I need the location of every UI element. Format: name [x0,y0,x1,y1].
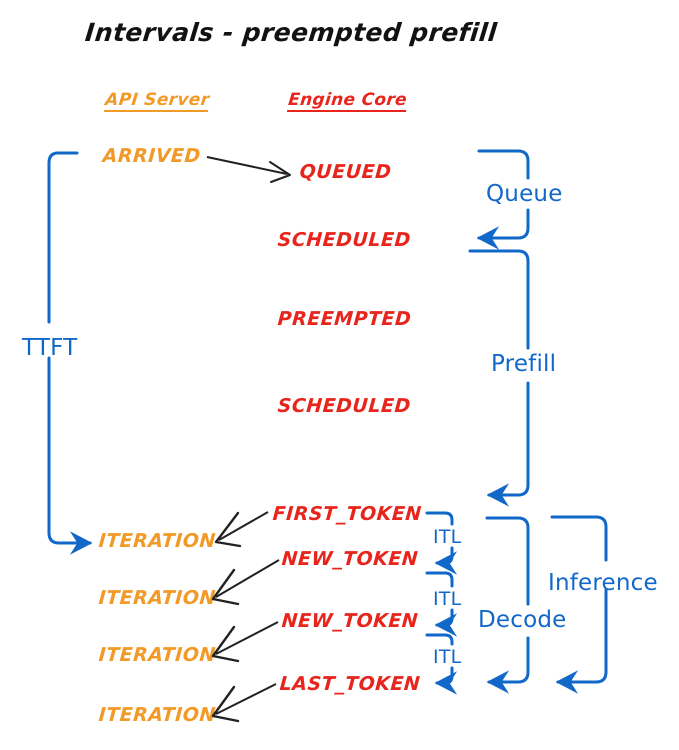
arrow-first-token-to-iteration [214,511,269,548]
column-header-engine-core: Engine Core [287,90,408,112]
column-header-api-server: API Server [104,90,211,112]
interval-label-itl-3: ITL [433,646,462,668]
interval-label-prefill: Prefill [491,351,557,377]
event-preempted: PREEMPTED [276,308,413,330]
page-title: Intervals - preempted prefill [83,18,499,47]
event-new-token-2: NEW_TOKEN [280,610,420,632]
bracket-inference [550,515,608,694]
arrow-arrived-to-queued [206,156,291,183]
interval-label-ttft: TTFT [22,335,78,361]
event-iteration-1: ITERATION [97,530,217,552]
event-scheduled-2: SCHEDULED [276,395,412,417]
event-iteration-2: ITERATION [97,587,217,609]
bracket-decode [485,516,530,694]
event-first-token: FIRST_TOKEN [271,503,423,525]
interval-label-queue: Queue [486,181,563,207]
event-new-token-1: NEW_TOKEN [280,548,420,570]
interval-label-decode: Decode [478,607,567,633]
event-scheduled-1: SCHEDULED [276,229,412,251]
event-iteration-4: ITERATION [97,704,217,726]
interval-label-itl-2: ITL [433,588,462,610]
interval-label-inference: Inference [548,570,658,596]
event-iteration-3: ITERATION [97,644,217,666]
arrow-new-token-1-to-iteration [211,559,280,606]
event-arrived: ARRIVED [101,145,202,167]
event-queued: QUEUED [298,161,393,183]
arrow-last-token-to-iteration [211,683,277,723]
arrow-new-token-2-to-iteration [211,621,279,663]
interval-label-itl-1: ITL [433,526,462,548]
event-last-token: LAST_TOKEN [278,673,422,695]
